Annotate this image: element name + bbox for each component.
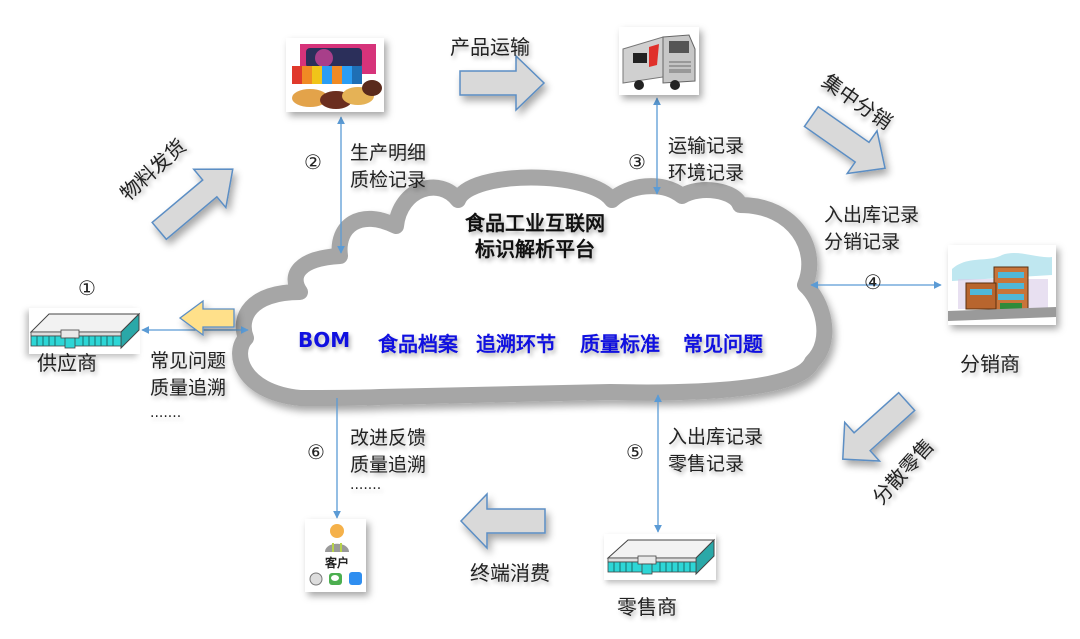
producer-connection-label: 生产明细 质检记录	[350, 140, 426, 194]
customer-connection-label: 改进反馈 质量追溯 ·······	[350, 425, 426, 499]
step-number-4: ④	[864, 270, 882, 294]
store-building-icon	[604, 534, 716, 580]
centralized-distribution-arrow	[803, 105, 886, 175]
step-number-1: ①	[78, 276, 96, 300]
platform-title: 食品工业互联网 标识解析平台	[440, 210, 630, 262]
material-shipping-arrow	[151, 168, 234, 241]
label-ellipsis: ·······	[150, 409, 182, 425]
logistics-connection-label: 运输记录 环境记录	[668, 133, 744, 187]
platform-cloud	[232, 169, 833, 406]
truck-image	[619, 27, 699, 95]
step-number-3: ③	[628, 150, 646, 174]
svg-text:客户: 客户	[324, 555, 349, 570]
label-line: 质量追溯	[150, 377, 227, 399]
label-line: 质量追溯	[350, 454, 427, 476]
step-number-2: ②	[304, 150, 322, 174]
module-faq[interactable]: 常见问题	[683, 332, 763, 356]
module-quality-standard[interactable]: 质量标准	[580, 332, 660, 356]
distributor-label: 分销商	[960, 352, 1020, 376]
module-trace-stage[interactable]: 追溯环节	[476, 332, 556, 356]
scattered-retail-arrow	[841, 391, 916, 462]
label-line: 常见问题	[150, 350, 227, 372]
step-number-5: ⑤	[626, 440, 644, 464]
platform-title-line1: 食品工业互联网	[465, 211, 605, 235]
retailer-connection-label: 入出库记录 零售记录	[668, 424, 763, 478]
product-transport-label: 产品运输	[450, 35, 530, 59]
distributor-connection-label: 入出库记录 分销记录	[824, 202, 919, 256]
label-line: 入出库记录	[824, 204, 920, 226]
office-building-image	[948, 245, 1056, 325]
platform-title-line2: 标识解析平台	[475, 237, 595, 261]
label-line: 环境记录	[668, 162, 745, 184]
food-products-image	[286, 38, 384, 112]
label-line: 生产明细	[350, 142, 427, 164]
end-consumption-label: 终端消费	[470, 561, 550, 585]
label-line: 质检记录	[350, 169, 427, 191]
supplier-connection-label: 常见问题 质量追溯 ·······	[150, 348, 226, 432]
label-ellipsis: ·······	[350, 481, 382, 497]
label-line: 零售记录	[668, 453, 745, 475]
module-bom[interactable]: BOM	[298, 328, 351, 352]
customer-avatar-icon: 客户	[305, 519, 366, 592]
label-line: 改进反馈	[350, 427, 427, 449]
factory-building-icon	[29, 308, 140, 354]
label-line: 入出库记录	[668, 426, 764, 448]
product-transport-arrow	[459, 54, 546, 112]
module-food-archive[interactable]: 食品档案	[378, 332, 458, 356]
end-consumption-arrow	[459, 492, 546, 550]
label-line: 运输记录	[668, 135, 745, 157]
feedback-arrow	[178, 299, 235, 337]
label-line: 分销记录	[824, 231, 901, 253]
step-number-6: ⑥	[307, 440, 325, 464]
retailer-label: 零售商	[617, 595, 677, 619]
supplier-label: 供应商	[37, 351, 97, 375]
